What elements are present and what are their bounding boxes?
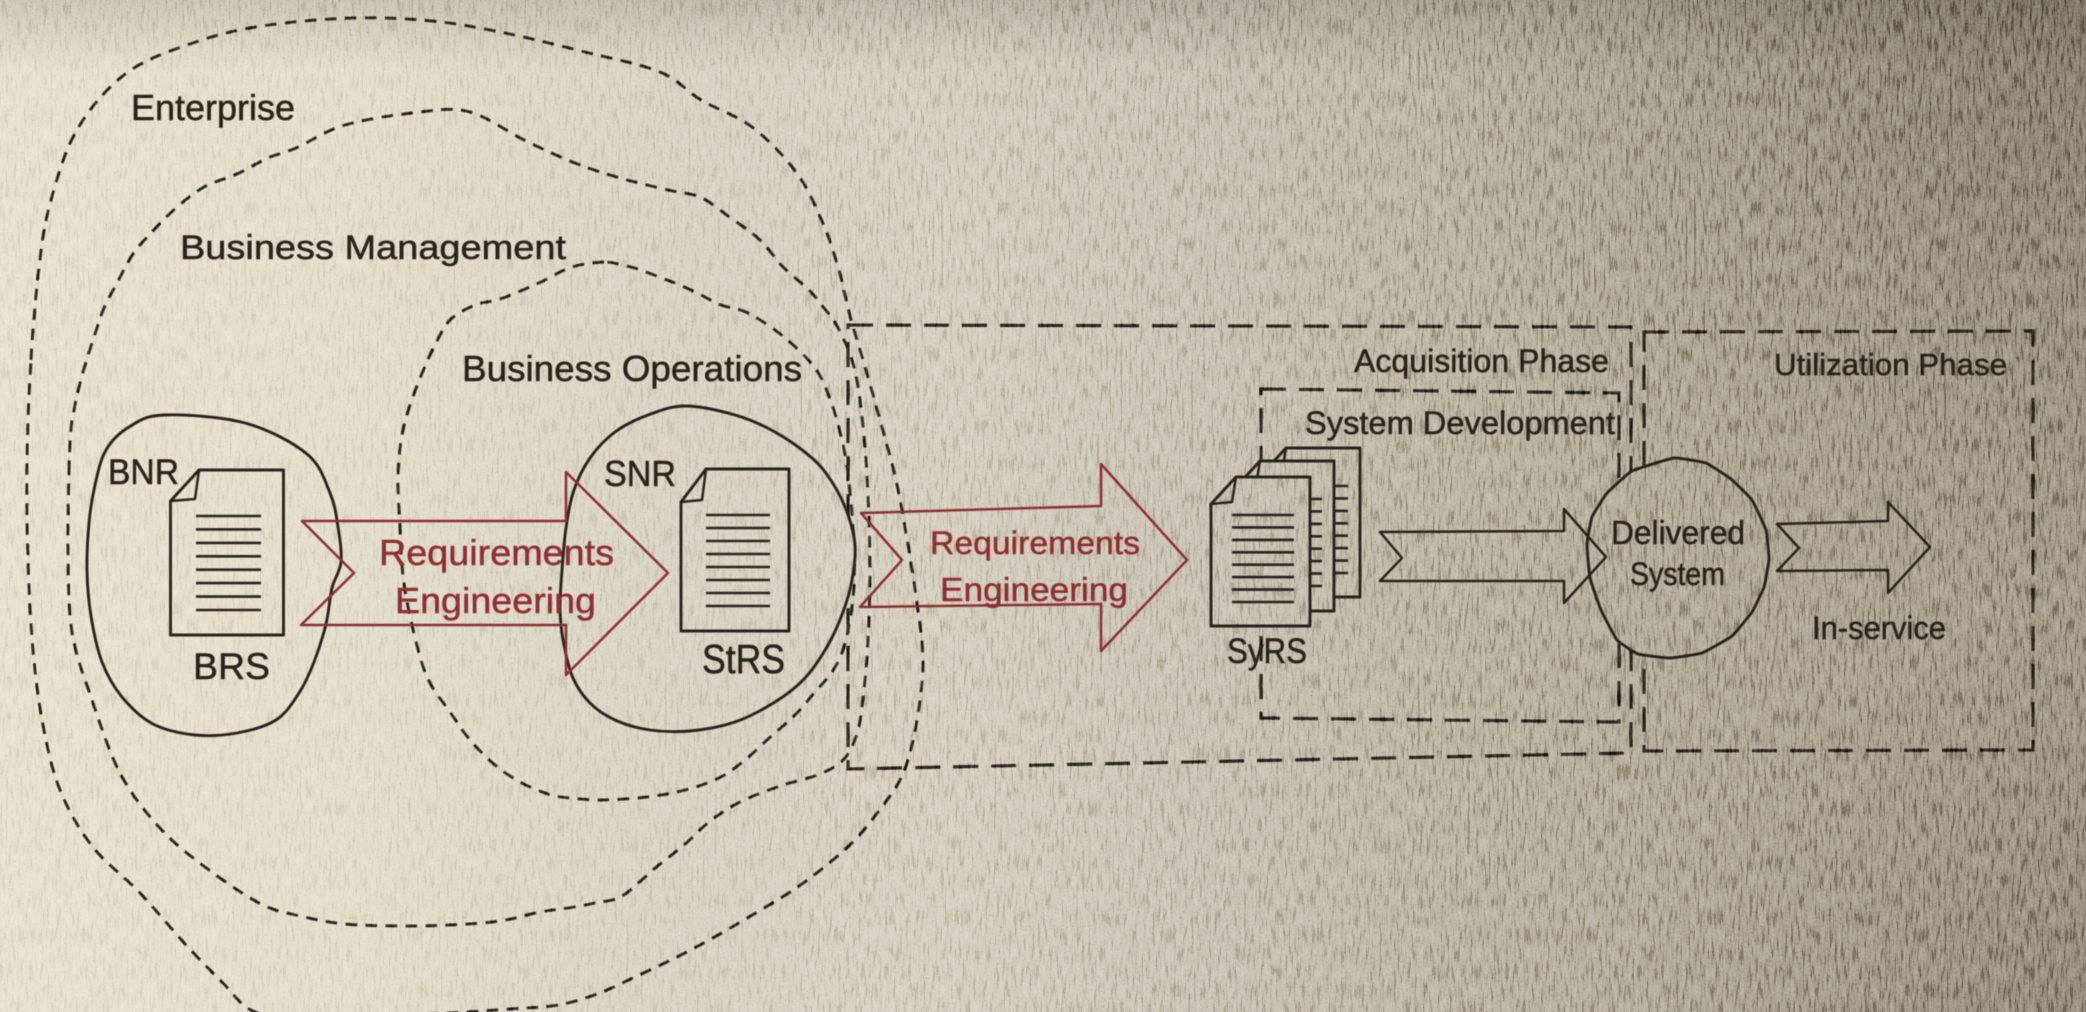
svg-text:Requirements: Requirements <box>379 532 614 573</box>
svg-text:Utilization Phase: Utilization Phase <box>1774 347 2007 382</box>
svg-text:SNR: SNR <box>604 453 676 494</box>
svg-text:System Development: System Development <box>1305 405 1615 441</box>
svg-text:In-service: In-service <box>1812 610 1946 646</box>
svg-text:Delivered: Delivered <box>1611 514 1745 551</box>
svg-text:Engineering: Engineering <box>940 571 1128 608</box>
svg-text:StRS: StRS <box>702 636 785 682</box>
svg-text:SyRS: SyRS <box>1227 632 1307 671</box>
svg-text:Business Operations: Business Operations <box>462 348 802 389</box>
svg-text:BNR: BNR <box>108 453 179 492</box>
svg-text:BRS: BRS <box>193 645 270 687</box>
svg-text:Enterprise: Enterprise <box>131 87 295 128</box>
svg-text:Requirements: Requirements <box>930 525 1140 561</box>
svg-text:Business Management: Business Management <box>180 229 567 267</box>
svg-text:Engineering: Engineering <box>395 580 596 621</box>
svg-text:Acquisition Phase: Acquisition Phase <box>1354 343 1609 379</box>
svg-text:System: System <box>1630 556 1725 592</box>
